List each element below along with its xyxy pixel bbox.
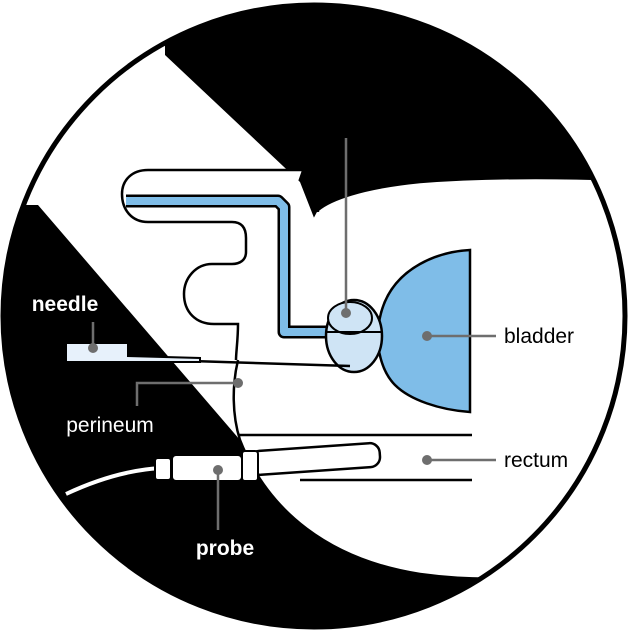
probe-grip-2: [172, 455, 242, 481]
perineum-label: perineum: [66, 414, 154, 437]
probe-label: probe: [196, 537, 254, 560]
prostate-label: prostate: [311, 113, 394, 136]
probe-grip-1: [155, 458, 171, 480]
probe-pointer-dot: [213, 465, 223, 475]
probe-grip-3: [242, 451, 258, 481]
bladder-pointer-dot: [422, 331, 432, 341]
needle-label: needle: [32, 293, 99, 316]
prostate-pointer-dot: [341, 308, 351, 318]
prostate-inner: [328, 302, 372, 334]
rectum-pointer-dot: [422, 455, 432, 465]
rectum-label: rectum: [504, 449, 568, 472]
bladder-label: bladder: [504, 325, 574, 348]
needle-pointer-dot: [88, 343, 98, 353]
perineum-pointer-dot: [233, 378, 243, 388]
